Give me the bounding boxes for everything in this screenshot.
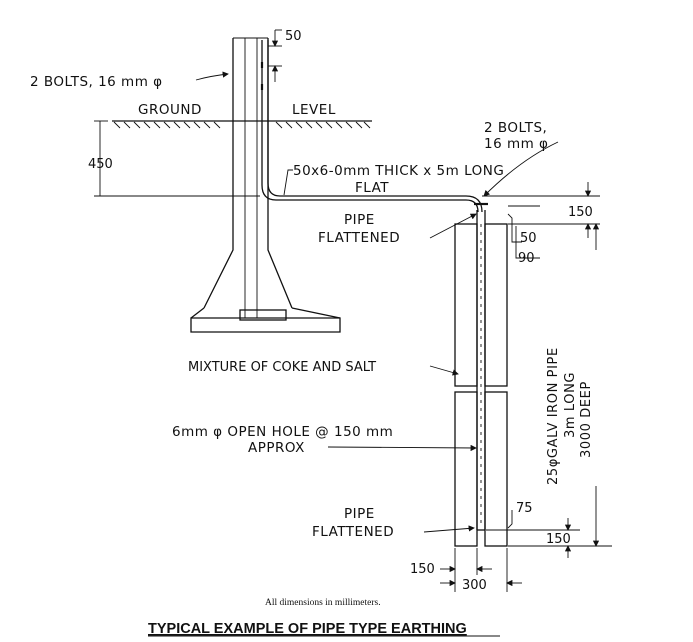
pipe-flattened-bottom-line2: FLATTENED <box>312 524 394 540</box>
level-label: LEVEL <box>292 102 336 118</box>
open-hole-line2: APPROX <box>248 440 305 456</box>
iron-pipe <box>474 202 488 531</box>
ground-label: GROUND <box>138 102 202 118</box>
dimension-450: 450 <box>88 120 260 197</box>
dim-75-label: 75 <box>516 501 533 516</box>
dim-150-bottom-label: 150 <box>410 562 435 577</box>
pipe-spec-line3: 3000 DEEP <box>579 381 594 458</box>
dimensions-bottom-right: 75 150 <box>486 501 612 558</box>
pipe-flattened-bottom-line1: PIPE <box>344 506 375 522</box>
flat-label-line1: 50x6-0mm THICK x 5m LONG <box>293 163 504 179</box>
open-hole-line1: 6mm φ OPEN HOLE @ 150 mm <box>172 424 393 440</box>
structure-pole <box>190 37 341 333</box>
ground-level: GROUND LEVEL <box>112 102 372 129</box>
diagram-title: TYPICAL EXAMPLE OF PIPE TYPE EARTHING <box>148 621 467 637</box>
dimensions-bottom: 150 300 <box>410 548 522 593</box>
dim-150-right-label: 150 <box>546 532 571 547</box>
mixture-label: MIXTURE OF COKE AND SALT <box>188 360 376 375</box>
dim-50-mid-label: 50 <box>520 231 537 246</box>
pipe-spec: 25φGALV IRON PIPE 3m LONG 3000 DEEP <box>546 223 600 547</box>
dimension-50-top: 50 <box>268 29 302 82</box>
bolts-right-line2: 16 mm φ <box>484 136 548 152</box>
pipe-flattened-top-line1: PIPE <box>344 212 375 228</box>
flat-label-line2: FLAT <box>355 180 389 196</box>
dim-450-label: 450 <box>88 157 113 172</box>
pipe-spec-line2: 3m LONG <box>563 372 578 438</box>
bolts-right-line1: 2 BOLTS, <box>484 120 547 136</box>
dim-90-label: 90 <box>518 251 535 266</box>
dimensions-top-right: 150 50 90 <box>482 182 600 266</box>
pipe-flattened-top-line2: FLATTENED <box>318 230 400 246</box>
units-note: All dimensions in millimeters. <box>265 598 381 608</box>
dim-150-top-label: 150 <box>568 205 593 220</box>
dim-300-label: 300 <box>462 578 487 593</box>
bolts-left-label: 2 BOLTS, 16 mm φ <box>30 74 163 90</box>
dim-50-top-label: 50 <box>285 29 302 44</box>
pipe-spec-line1: 25φGALV IRON PIPE <box>546 347 561 485</box>
